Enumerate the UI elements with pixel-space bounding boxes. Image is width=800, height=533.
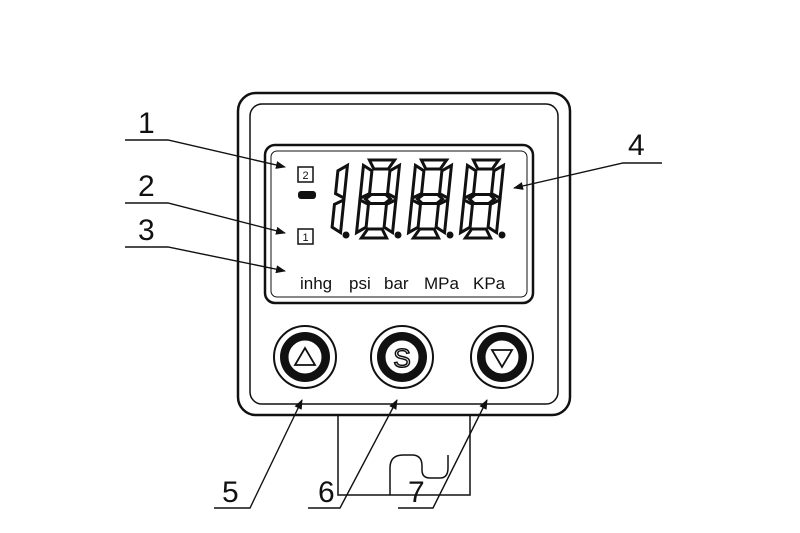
segment-f bbox=[358, 162, 374, 201]
segment-d bbox=[462, 227, 494, 240]
set-button[interactable]: S bbox=[370, 325, 434, 389]
unit-label-bar: bar bbox=[384, 274, 409, 293]
up-button[interactable] bbox=[273, 325, 337, 389]
unit-labels: inhg psi bar MPa KPa bbox=[300, 274, 506, 293]
callout-6: 6 bbox=[318, 476, 335, 509]
mounting-bracket bbox=[337, 415, 471, 496]
segment-f bbox=[462, 162, 478, 201]
segment-c bbox=[486, 197, 502, 236]
segment-g bbox=[467, 193, 497, 205]
unit-label-mpa: MPa bbox=[424, 274, 460, 293]
segment-d bbox=[410, 227, 442, 240]
digit-2 bbox=[354, 158, 402, 240]
svg-text:2: 2 bbox=[302, 170, 308, 182]
segment-b bbox=[437, 162, 454, 201]
segment-g bbox=[415, 193, 445, 205]
unit-label-psi: psi bbox=[349, 274, 371, 293]
unit-label-inhg: inhg bbox=[300, 274, 332, 293]
unit-label-kpa: KPa bbox=[473, 274, 506, 293]
segment-b bbox=[489, 162, 506, 201]
digit-1 bbox=[330, 162, 350, 239]
digit-3 bbox=[406, 158, 454, 240]
segment-c bbox=[382, 197, 398, 236]
segment-e bbox=[458, 197, 475, 236]
segment-g bbox=[363, 193, 393, 205]
callout-1: 1 bbox=[138, 107, 155, 140]
indicator-1-icon: 1 bbox=[297, 228, 314, 245]
callout-3: 3 bbox=[138, 214, 155, 247]
decimal-point bbox=[394, 231, 402, 239]
callout-5: 5 bbox=[222, 476, 239, 509]
callout-7: 7 bbox=[408, 476, 425, 509]
segment-b bbox=[385, 162, 402, 201]
segment-c bbox=[434, 197, 450, 236]
segment-d bbox=[358, 227, 390, 240]
segment-readout bbox=[298, 158, 506, 240]
down-button[interactable] bbox=[470, 325, 534, 389]
svg-text:1: 1 bbox=[302, 232, 308, 244]
segment-b bbox=[333, 162, 350, 201]
digit-4 bbox=[458, 158, 506, 240]
decimal-point bbox=[342, 231, 350, 239]
segment-g bbox=[298, 191, 316, 199]
minus-sign bbox=[298, 191, 316, 199]
set-s-label: S bbox=[393, 343, 410, 373]
indicator-2-icon: 2 bbox=[297, 166, 314, 183]
decimal-point bbox=[446, 231, 454, 239]
down-arrow-icon bbox=[490, 349, 514, 369]
segment-f bbox=[410, 162, 426, 201]
callout-numbers: 1 2 3 4 5 6 7 bbox=[138, 107, 645, 509]
callout-4: 4 bbox=[628, 129, 645, 162]
segment-c bbox=[330, 197, 346, 236]
callout-2: 2 bbox=[138, 170, 155, 203]
callout-leaders bbox=[125, 139, 662, 509]
up-arrow-icon bbox=[293, 346, 317, 366]
segment-e bbox=[406, 197, 423, 236]
segment-a bbox=[366, 158, 398, 171]
segment-a bbox=[470, 158, 502, 171]
segment-e bbox=[354, 197, 371, 236]
segment-a bbox=[418, 158, 450, 171]
decimal-point bbox=[498, 231, 506, 239]
